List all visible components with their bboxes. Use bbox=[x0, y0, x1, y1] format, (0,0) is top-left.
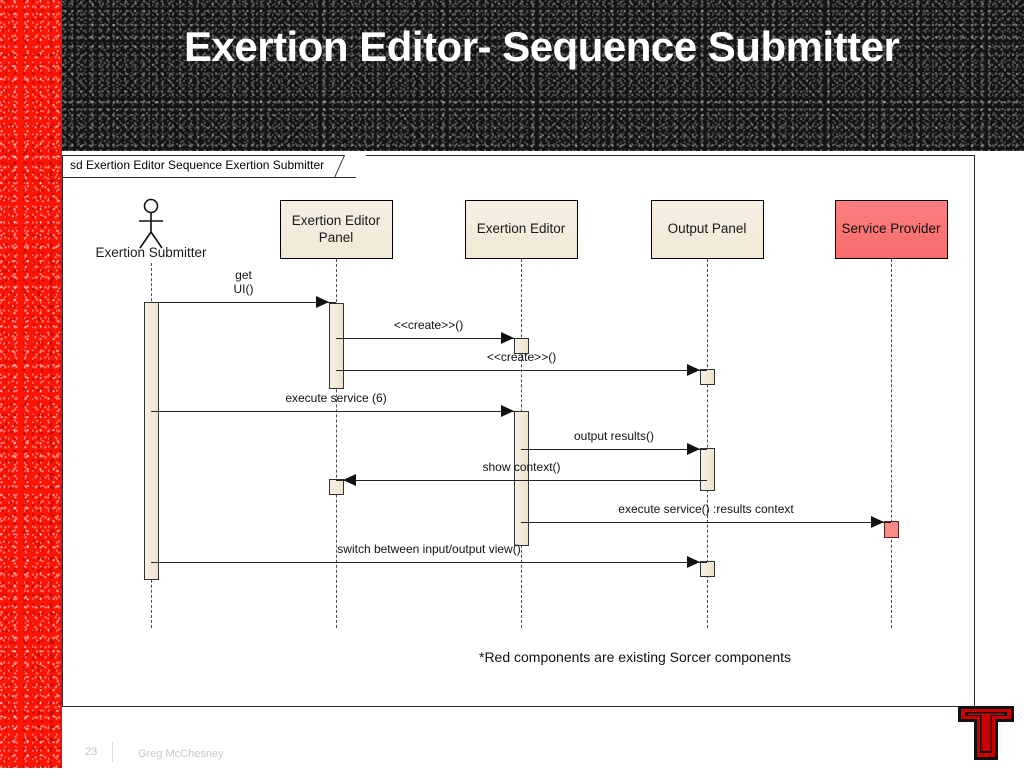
message-line-m4 bbox=[151, 411, 521, 412]
message-label-line: execute service() :results context bbox=[618, 502, 794, 516]
texas-tech-double-t-logo bbox=[950, 700, 1022, 766]
message-label-m4: execute service (6) bbox=[285, 391, 387, 406]
message-arrowhead-m3 bbox=[687, 364, 700, 376]
activation-bar-a-out-2 bbox=[699, 448, 715, 491]
lifeline-head-label: Exertion Editor bbox=[476, 221, 566, 237]
message-line-m1 bbox=[151, 302, 336, 303]
message-arrowhead-m6 bbox=[343, 474, 356, 486]
message-arrowhead-m2 bbox=[501, 332, 514, 344]
message-line-m3 bbox=[336, 370, 707, 371]
message-label-m7: execute service() :results context bbox=[618, 502, 794, 517]
slide-number: 23 bbox=[85, 746, 98, 758]
lifeline-head-editor[interactable]: Exertion Editor bbox=[464, 200, 578, 259]
lifeline-head-panel[interactable]: Exertion Editor Panel bbox=[279, 200, 393, 259]
frame-label-tab: sd Exertion Editor Sequence Exertion Sub… bbox=[63, 156, 352, 178]
lifeline-panel bbox=[336, 259, 337, 628]
left-red-stripe-decoration bbox=[0, 0, 62, 768]
activation-bar-a-svc-1 bbox=[883, 521, 899, 538]
message-label-m6: show context() bbox=[482, 460, 561, 475]
footer-divider bbox=[112, 742, 113, 762]
activation-bar-a-edit-1 bbox=[513, 338, 529, 354]
message-arrowhead-m4 bbox=[501, 405, 514, 417]
activation-bar-a-out-1 bbox=[699, 369, 715, 385]
message-arrowhead-m8 bbox=[687, 556, 700, 568]
message-label-m5: output results() bbox=[573, 429, 655, 444]
diagram-footnote: *Red components are existing Sorcer comp… bbox=[479, 649, 792, 665]
message-label-line: <<create>>() bbox=[393, 318, 464, 332]
message-line-m6 bbox=[336, 480, 707, 481]
lifeline-head-label: Service Provider bbox=[841, 221, 941, 237]
lifeline-head-output[interactable]: Output Panel bbox=[650, 200, 764, 259]
message-label-m8: switch between input/output view() bbox=[337, 542, 521, 557]
lifeline-head-label: Output Panel bbox=[667, 221, 747, 237]
title-band: Exertion Editor- Sequence Submitter bbox=[62, 0, 1024, 151]
message-arrowhead-m1 bbox=[316, 296, 329, 308]
sequence-diagram-frame: sd Exertion Editor Sequence Exertion Sub… bbox=[62, 155, 975, 707]
message-label-line: <<create>>() bbox=[486, 350, 557, 364]
message-line-m8 bbox=[151, 562, 707, 563]
message-line-m5 bbox=[521, 449, 707, 450]
sequence-diagram-canvas: Exertion Submitter Exertion Editor Panel E… bbox=[63, 156, 976, 708]
lifeline-head-label: Exertion Editor Panel bbox=[291, 212, 381, 245]
slide-author: Greg McChesney bbox=[138, 748, 224, 760]
message-label-line: execute service (6) bbox=[285, 391, 387, 405]
activation-bar-a-actor bbox=[143, 302, 159, 580]
message-label-m2: <<create>>() bbox=[393, 318, 464, 333]
message-label-line: switch between input/output view() bbox=[337, 542, 521, 556]
activation-bar-a-panel-2 bbox=[328, 479, 344, 495]
activation-bar-a-out-3 bbox=[699, 561, 715, 577]
actor-exertion-submitter bbox=[135, 198, 167, 250]
lifeline-head-service[interactable]: Service Provider bbox=[834, 200, 948, 259]
message-arrowhead-m7 bbox=[871, 516, 884, 528]
lifeline-output bbox=[707, 259, 708, 628]
message-arrowhead-m5 bbox=[687, 443, 700, 455]
page-title: Exertion Editor- Sequence Submitter bbox=[184, 23, 900, 70]
message-label-line: output results() bbox=[573, 429, 655, 443]
message-line-m2 bbox=[336, 338, 521, 339]
activation-bar-a-edit-2 bbox=[513, 411, 529, 546]
lifeline-service bbox=[891, 259, 892, 628]
message-label-m3: <<create>>() bbox=[486, 350, 557, 365]
message-label-line: show context() bbox=[482, 460, 561, 474]
activation-bar-a-panel-1 bbox=[328, 303, 344, 389]
message-label-line: UI() bbox=[233, 281, 254, 296]
message-label-line: get bbox=[235, 268, 252, 282]
message-line-m7 bbox=[521, 522, 891, 523]
actor-label: Exertion Submitter bbox=[95, 245, 207, 260]
